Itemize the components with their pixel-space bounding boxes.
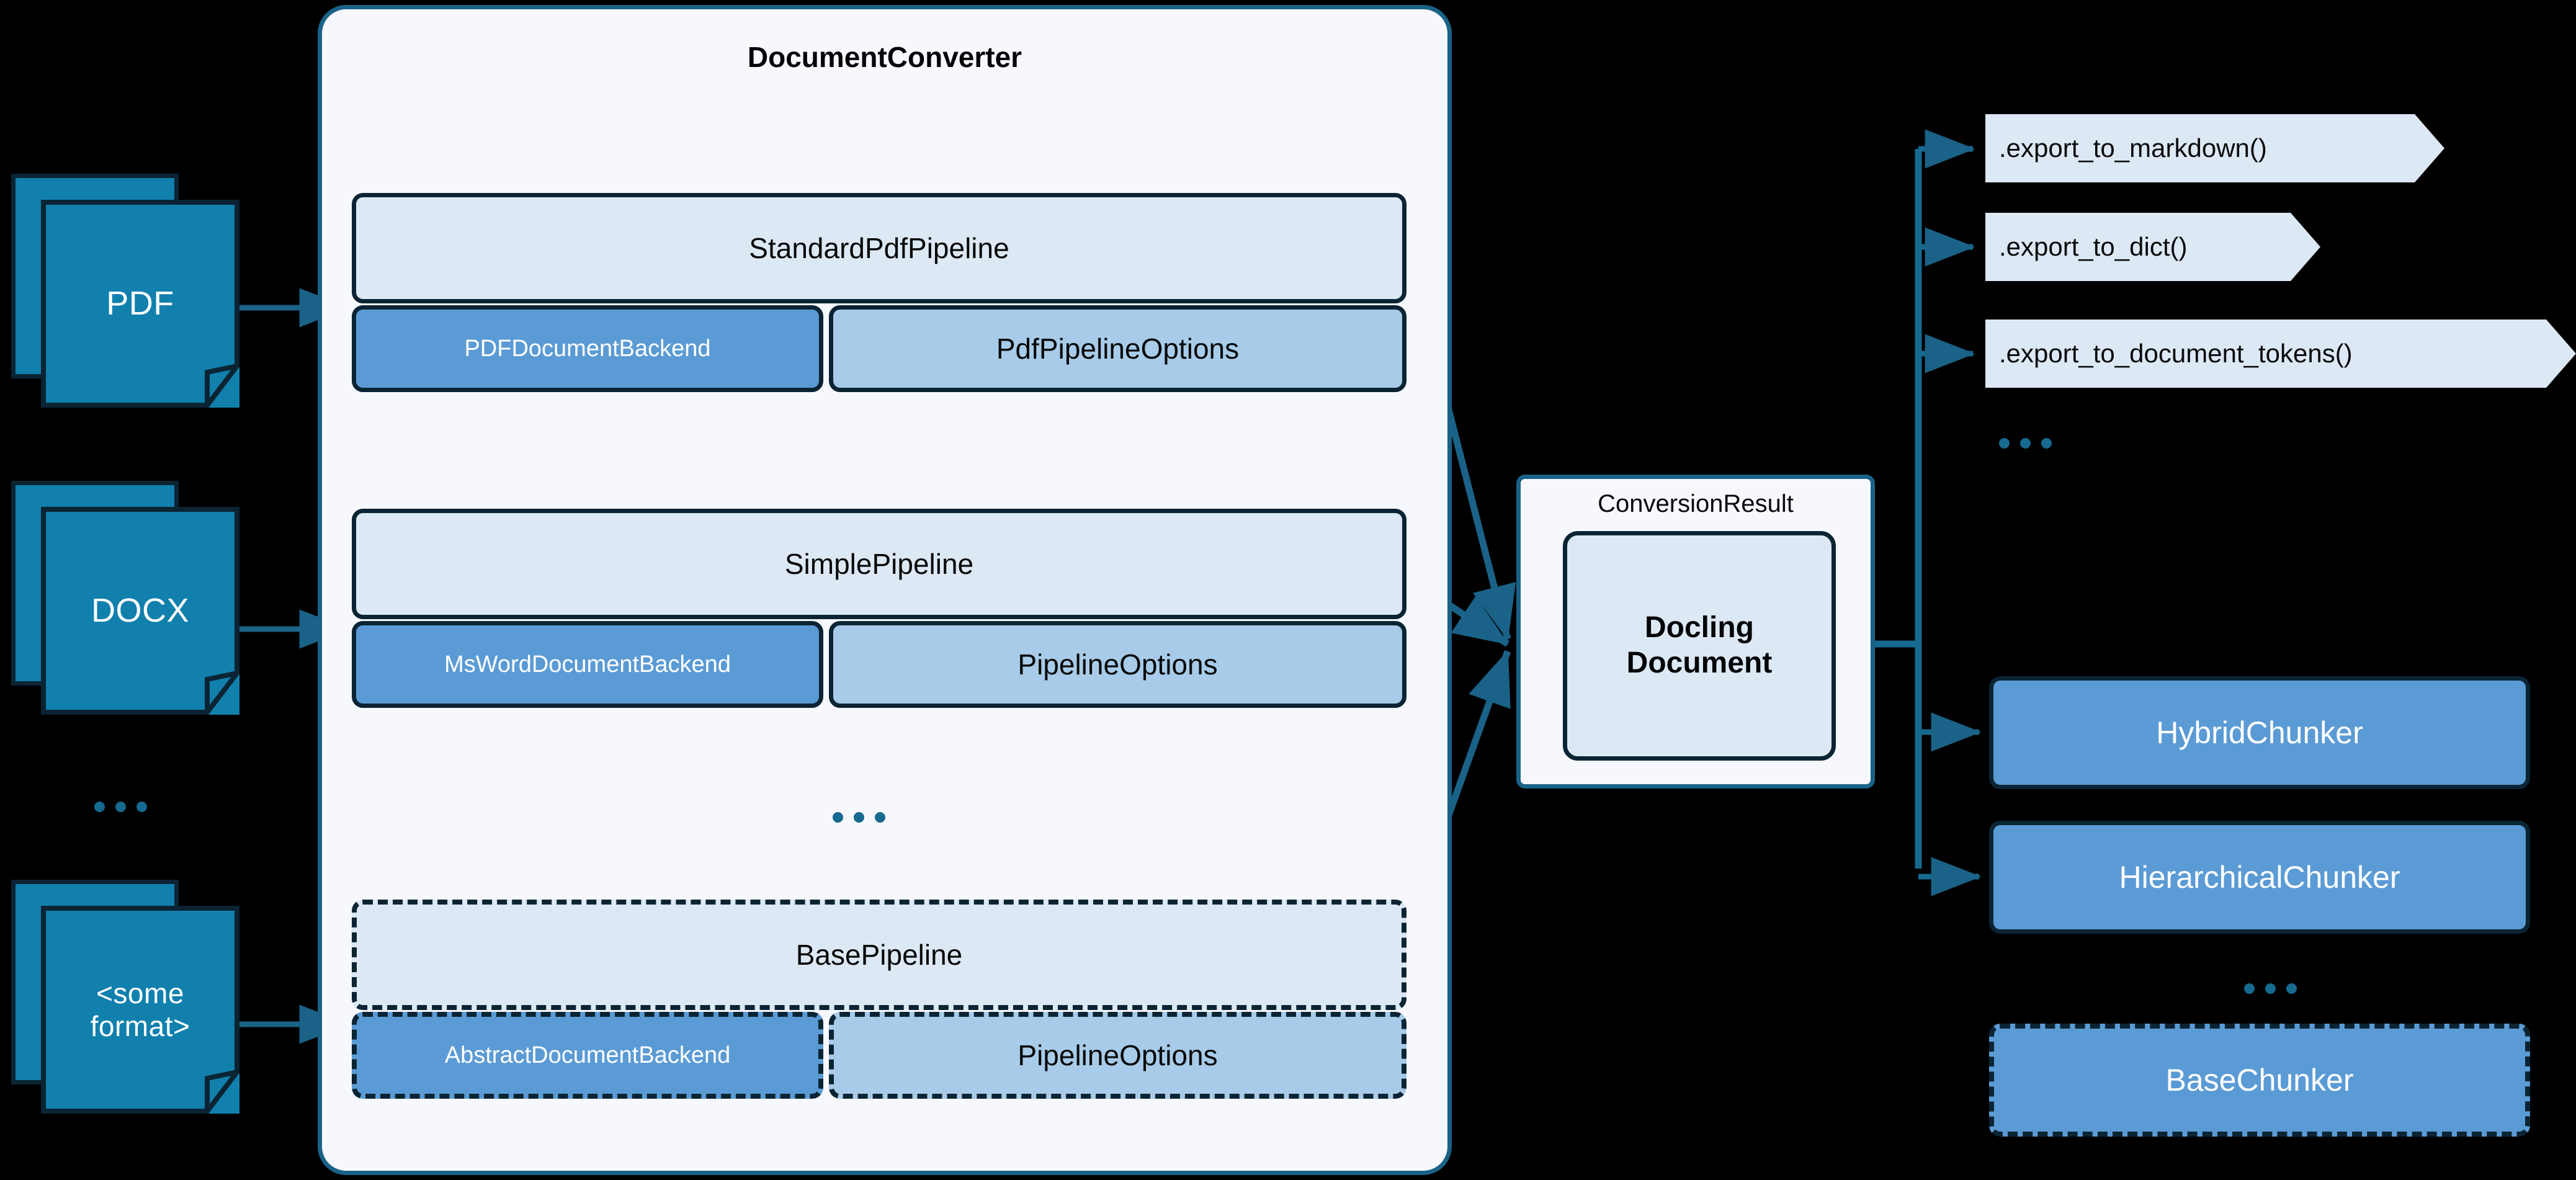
backend-msworddocumentbackend[interactable]: MsWordDocumentBackend [352,621,823,708]
input-documents-ellipsis [94,802,147,812]
chunker-basechunker[interactable]: BaseChunker [1989,1024,2530,1137]
document-front-sheet: DOCX [41,507,239,715]
backend-pdfdocumentbackend[interactable]: PDFDocumentBackend [352,305,823,392]
pipeline-header-basepipeline[interactable]: BasePipeline [352,900,1407,1010]
document-front-sheet: PDF [41,200,239,408]
document-label: PDF [106,285,174,323]
export-method-document-tokens[interactable]: .export_to_document_tokens() [1985,320,2576,388]
ellipsis-dot [2286,983,2297,994]
ellipsis-dot [1999,438,2010,449]
pipeline-header-simplepipeline[interactable]: SimplePipeline [352,509,1407,619]
ellipsis-dot [833,812,843,823]
options-pipelineoptions-base[interactable]: PipelineOptions [829,1012,1407,1099]
ellipsis-dot [115,802,126,812]
input-document-pdf[interactable]: PDF [11,174,247,409]
export-methods-ellipsis [1999,438,2052,449]
ellipsis-dot [2020,438,2031,449]
input-document-docx[interactable]: DOCX [11,481,247,717]
export-method-dict[interactable]: .export_to_dict() [1985,213,2320,281]
document-converter-panel: DocumentConverter StandardPdfPipeline PD… [318,5,1452,1175]
conversion-result-label: ConversionResult [1598,490,1794,517]
document-page-shape [41,906,239,1114]
options-pipelineoptions[interactable]: PipelineOptions [829,621,1407,708]
chunker-hierarchicalchunker[interactable]: HierarchicalChunker [1989,821,2530,934]
chunkers-ellipsis [2244,983,2297,994]
backend-abstractdocumentbackend[interactable]: AbstractDocumentBackend [352,1012,823,1099]
ellipsis-dot [94,802,105,812]
docling-document-box[interactable]: Docling Document [1563,531,1836,761]
document-label: DOCX [91,592,189,630]
document-page-shape [41,507,239,715]
options-pdfpipelineoptions[interactable]: PdfPipelineOptions [829,305,1407,392]
document-label: <some format> [90,977,190,1042]
chunker-hybridchunker[interactable]: HybridChunker [1989,676,2530,789]
ellipsis-dot [136,802,147,812]
ellipsis-dot [2265,983,2276,994]
conversion-result-container: ConversionResult Docling Document [1516,475,1875,789]
page-title: DocumentConverter [747,41,1022,73]
document-page-shape [41,200,239,408]
input-document-other-format[interactable]: <some format> [11,880,247,1115]
pipelines-ellipsis [833,812,885,823]
ellipsis-dot [2041,438,2052,449]
ellipsis-dot [2244,983,2255,994]
ellipsis-dot [854,812,864,823]
pipeline-header-standardpdfpipeline[interactable]: StandardPdfPipeline [352,193,1407,303]
document-front-sheet: <some format> [41,906,239,1114]
export-method-markdown[interactable]: .export_to_markdown() [1985,114,2444,182]
ellipsis-dot [875,812,885,823]
